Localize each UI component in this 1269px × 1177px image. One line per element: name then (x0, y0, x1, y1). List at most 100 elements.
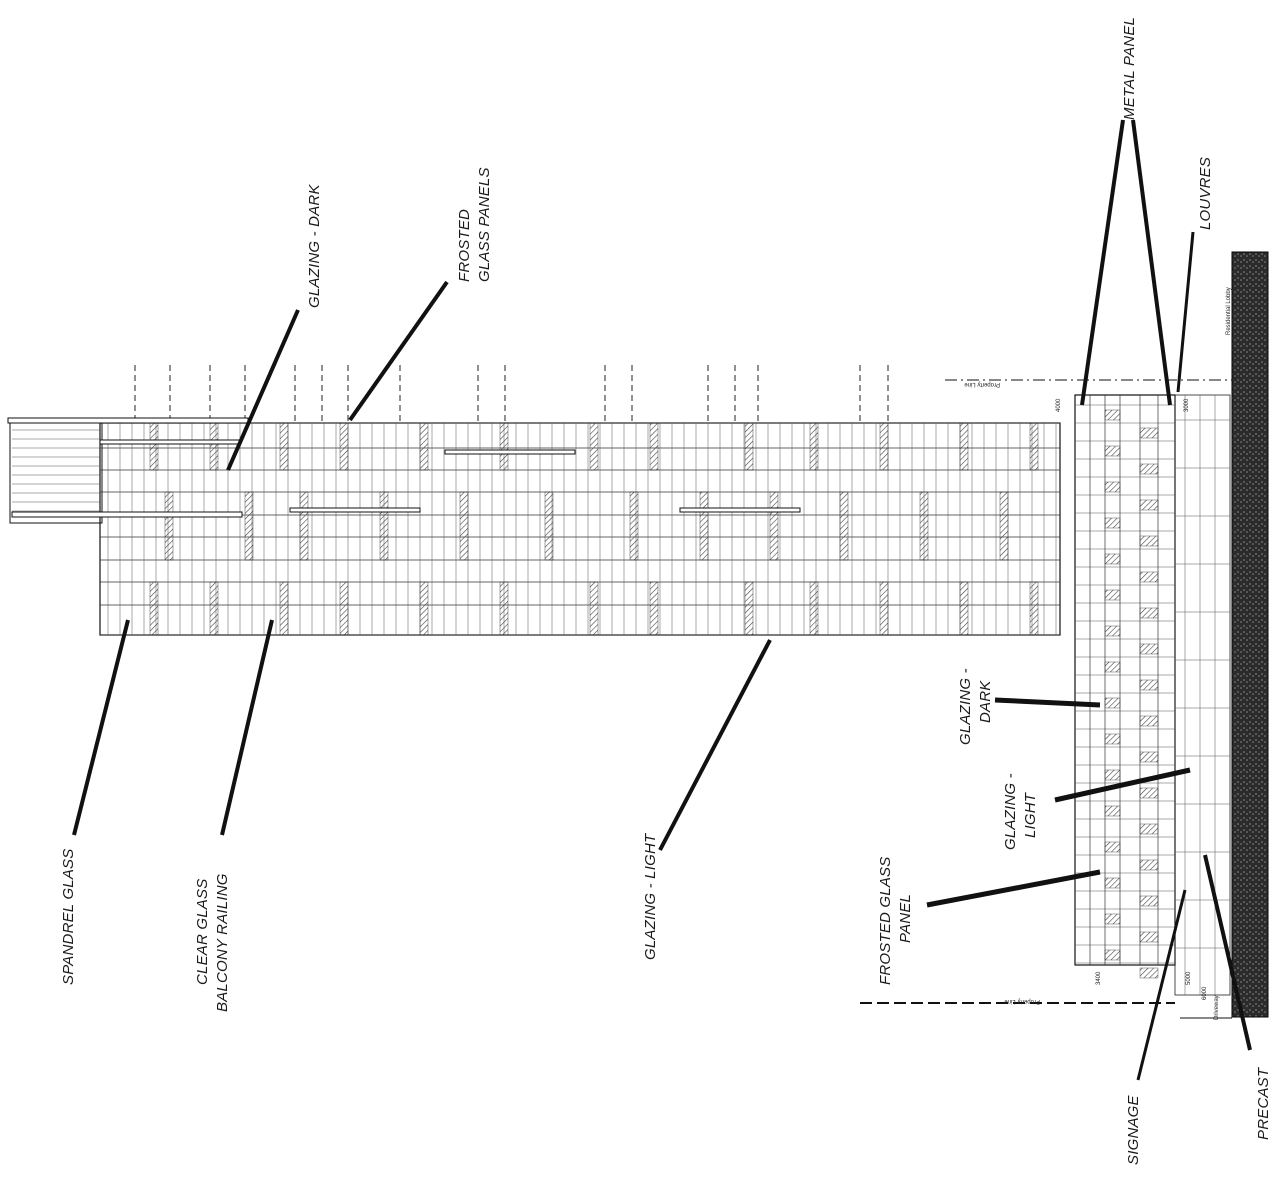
driveway-text: Driveway (1214, 995, 1220, 1020)
leader-glazing-dark-top (226, 309, 300, 471)
spandrel-panel (589, 422, 599, 471)
podium-panel (1104, 625, 1121, 637)
leader-frosted-glass-panel (926, 869, 1101, 908)
label-frosted-glass-panel-2: PANEL (897, 894, 914, 943)
podium-panel (1104, 913, 1121, 925)
podium-elevation (1074, 394, 1231, 996)
property-line-bottom-text: Property Line (1004, 998, 1040, 1004)
leader-spandrel-glass (72, 619, 130, 836)
property-line-top-text: Property Line (964, 381, 1000, 387)
spandrel-panel (149, 581, 159, 636)
podium-panel (1139, 427, 1159, 439)
label-spandrel-glass: SPANDREL GLASS (60, 849, 77, 985)
material-labels: METAL PANEL LOUVRES FROSTED GLASS PANELS… (60, 17, 1269, 1165)
balcony-slab (11, 511, 243, 518)
spandrel-panel (699, 491, 709, 561)
podium-panel (1104, 517, 1121, 529)
label-metal-panel: METAL PANEL (1121, 17, 1138, 120)
podium-panel (1139, 859, 1159, 871)
spandrel-panel (499, 422, 509, 471)
spandrel-panel (769, 491, 779, 561)
podium-panel (1104, 697, 1121, 709)
leader-glazing-light-tower (658, 639, 772, 851)
spandrel-panel (279, 581, 289, 636)
dim-3000: 3000 (1184, 398, 1190, 412)
spandrel-panel (279, 422, 289, 471)
podium-panel (1139, 571, 1159, 583)
spandrel-panel (879, 422, 889, 471)
leader-glazing-light-pod (1054, 767, 1191, 803)
tower-elevation (7, 365, 1061, 636)
tower-grid (12, 422, 1060, 636)
spandrel-panel (809, 422, 819, 471)
podium-panel (1139, 715, 1159, 727)
leader-signage (1136, 889, 1187, 1081)
spandrel-panel (879, 581, 889, 636)
spandrel-panel (379, 491, 389, 561)
podium-panel (1139, 607, 1159, 619)
spandrel-panel (649, 581, 659, 636)
spandrel-panel (649, 422, 659, 471)
podium-panel (1139, 499, 1159, 511)
leader-metal-panel-2 (1131, 119, 1172, 406)
spandrel-panel (809, 581, 819, 636)
podium-panel (1104, 445, 1121, 457)
podium-panel (1139, 679, 1159, 691)
spandrel-panel (499, 581, 509, 636)
tower-upper-extension (9, 419, 103, 524)
label-clear-glass-1: CLEAR GLASS (194, 879, 211, 985)
spandrel-hatching (149, 422, 1039, 636)
column-dash-lines (134, 365, 889, 423)
spandrel-panel (419, 581, 429, 636)
spandrel-panel (839, 491, 849, 561)
podium-panel (1139, 643, 1159, 655)
podium-panel (1104, 553, 1121, 565)
spandrel-panel (299, 491, 309, 561)
podium-panel (1139, 823, 1159, 835)
label-signage: SIGNAGE (1125, 1094, 1142, 1165)
leader-lines (72, 119, 1252, 1081)
dim-6000: 6000 (1202, 986, 1208, 1000)
spandrel-panel (209, 581, 219, 636)
spandrel-panel (149, 422, 159, 471)
residential-lobby-text: Residential Lobby (1226, 287, 1232, 335)
label-glazing-light-tower: GLAZING - LIGHT (642, 832, 659, 960)
podium-panel (1104, 841, 1121, 853)
tower-outline (99, 422, 1061, 636)
ground-strip (1231, 251, 1269, 1018)
podium-panel (1139, 463, 1159, 475)
podium-panel (1139, 751, 1159, 763)
label-glazing-dark-top: GLAZING - DARK (306, 184, 323, 308)
label-louvres: LOUVRES (1197, 157, 1214, 230)
leader-glazing-dark-pod (994, 697, 1101, 708)
spandrel-panel (629, 491, 639, 561)
spandrel-panel (999, 491, 1009, 561)
spandrel-panel (959, 581, 969, 636)
podium-panel (1104, 769, 1121, 781)
podium-panel (1139, 895, 1159, 907)
podium-panel (1104, 481, 1121, 493)
balcony-slab (99, 439, 241, 445)
spandrel-panel (959, 422, 969, 471)
podium-base (1174, 394, 1231, 996)
podium-panel (1104, 589, 1121, 601)
spandrel-panel (459, 491, 469, 561)
spandrel-panel (589, 581, 599, 636)
spandrel-panel (744, 422, 754, 471)
spandrel-panel (209, 422, 219, 471)
label-glazing-light-pod-2: LIGHT (1022, 791, 1039, 838)
spandrel-panel (1029, 422, 1039, 471)
podium-panel (1104, 805, 1121, 817)
podium-panel (1139, 967, 1159, 979)
leader-precast (1203, 854, 1252, 1051)
leader-clear-glass (220, 619, 274, 836)
podium-base-grid (1175, 395, 1230, 995)
label-glazing-dark-pod-2: DARK (977, 680, 994, 723)
spandrel-panel (339, 581, 349, 636)
spandrel-panel (419, 422, 429, 471)
leader-metal-panel-1 (1080, 119, 1125, 406)
spandrel-panel (544, 491, 554, 561)
leader-frosted-glass-panels (348, 280, 449, 422)
label-frosted-glass-panels-1: FROSTED (456, 209, 473, 282)
